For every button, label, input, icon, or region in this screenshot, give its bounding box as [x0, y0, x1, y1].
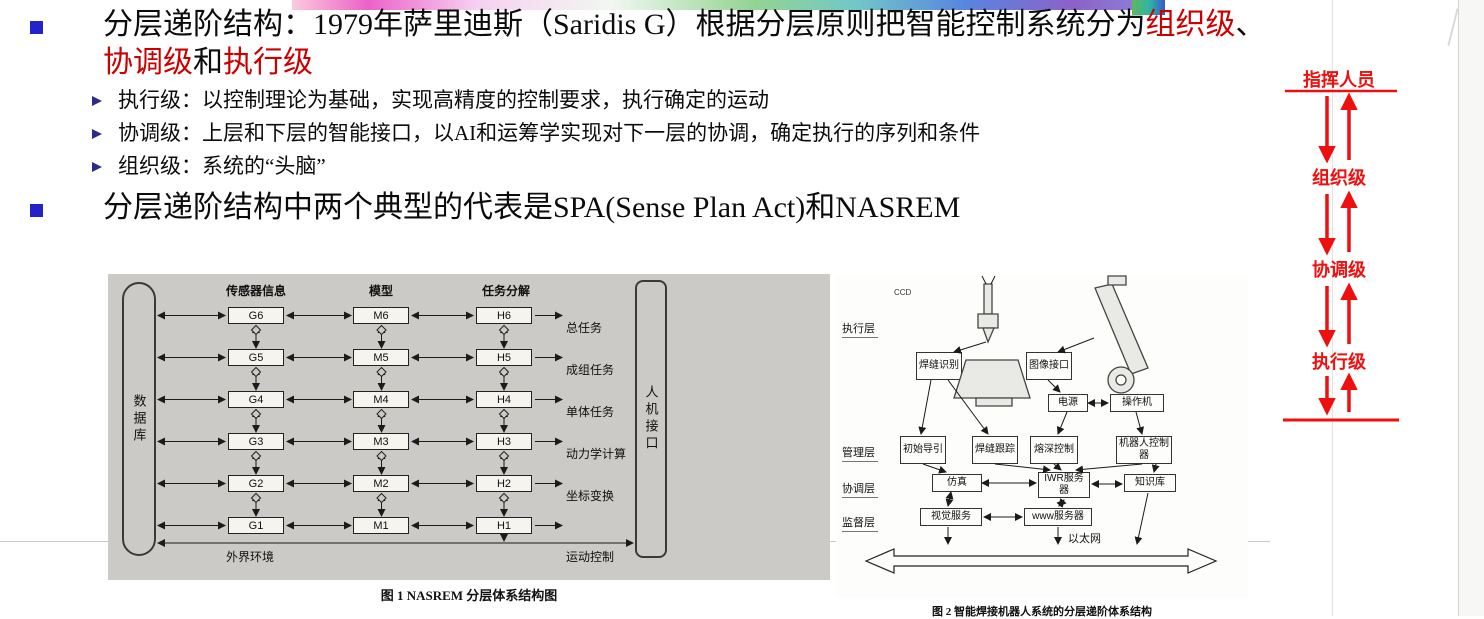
box-robot-controller: 机器人控制器: [1116, 436, 1172, 464]
box-weld-recognition: 焊缝识别: [916, 352, 962, 380]
figure2-welding-robot: CCD 执行层 管理层 协调层 监督层 焊缝识别 图像接口 电源 操作机 初始导…: [836, 276, 1248, 619]
bullet2-row: 分层递阶结构中两个典型的代表是SPA(Sense Plan Act)和NASRE…: [0, 189, 1290, 227]
box-www-server: www服务器: [1024, 508, 1092, 526]
title-red-coordination: 协调级: [103, 46, 193, 80]
title-red-execution: 执行级: [223, 46, 313, 80]
environment-label: 外界环境: [226, 550, 275, 564]
box-initial-guide: 初始导引: [900, 436, 946, 464]
sub-bullet-coordination: 协调级：上层和下层的智能接口，以AI和运筹学实现对下一层的协调，确定执行的序列和…: [88, 120, 1290, 148]
slide-text-block: 分层递阶结构：1979年萨里迪斯（Saridis G）根据分层原则把智能控制系统…: [0, 6, 1290, 227]
arrow-bullet-icon: [92, 162, 102, 173]
title-text: 分层递阶结构：1979年萨里迪斯（Saridis G）根据分层原则把智能控制系统…: [103, 8, 1146, 41]
column-header-sensor: 传感器信息: [225, 284, 286, 298]
node-m6: M6: [353, 307, 409, 324]
box-iwr-server: IWR服务器: [1038, 472, 1090, 498]
sub-bullet-execution: 执行级：以控制理论为基础，实现高精度的控制要求，执行确定的运动: [88, 87, 1290, 115]
column-header-task: 任务分解: [481, 284, 530, 298]
node-m5: M5: [353, 349, 409, 366]
node-g3: G3: [228, 433, 284, 450]
hierarchy-level-execution: 执行级: [1312, 352, 1366, 372]
task-label-total: 总任务: [566, 321, 603, 335]
arrow-bullet-icon: [92, 96, 102, 107]
hmi-bar: 人机接口: [635, 280, 667, 558]
fig2-layer-execution: 执行层: [842, 320, 878, 338]
node-h4: H4: [476, 391, 532, 408]
task-label-coord: 坐标变换: [566, 489, 615, 503]
database-capsule: 数据库: [122, 282, 156, 556]
title-red-organization: 组织级: [1145, 8, 1236, 41]
node-g1: G1: [228, 517, 284, 534]
vertical-divider-line: [1332, 0, 1333, 616]
sub-bullet-text: 执行级：以控制理论为基础，实现高精度的控制要求，执行确定的运动: [118, 88, 769, 113]
node-m2: M2: [353, 475, 409, 492]
sub-bullet-organization: 组织级：系统的“头脑”: [88, 153, 1290, 181]
figure1-caption: 图 1 NASREM 分层体系结构图: [380, 588, 558, 603]
box-simulation: 仿真: [932, 474, 982, 492]
box-seam-tracking: 焊缝跟踪: [972, 436, 1018, 464]
node-g5: G5: [228, 349, 284, 366]
box-depth-control: 熔深控制: [1030, 436, 1078, 464]
node-g6: G6: [228, 307, 284, 324]
figure1-nasrem: 数据库 人机接口 传感器信息 模型 任务分解 G6 M6 H6 G5 M5 H5…: [108, 274, 830, 604]
camera-label: CCD: [894, 288, 912, 297]
box-manipulator: 操作机: [1110, 394, 1164, 412]
fig2-layer-management: 管理层: [842, 444, 878, 462]
box-power: 电源: [1048, 394, 1088, 412]
node-h1: H1: [476, 517, 532, 534]
hierarchy-commander: 指挥人员: [1303, 70, 1375, 90]
ethernet-label: 以太网: [1068, 533, 1101, 545]
node-h6: H6: [476, 307, 532, 324]
box-knowledge-base: 知识库: [1124, 474, 1176, 492]
hierarchy-level-coordination: 协调级: [1312, 260, 1366, 280]
task-label-single: 单体任务: [566, 405, 615, 419]
sub-bullet-text: 协调级：上层和下层的智能接口，以AI和运筹学实现对下一层的协调，确定执行的序列和…: [118, 121, 981, 146]
bullet-square-icon: [30, 21, 43, 34]
figure2-canvas: CCD 执行层 管理层 协调层 监督层 焊缝识别 图像接口 电源 操作机 初始导…: [836, 276, 1248, 598]
title-separator: 、: [1235, 8, 1266, 41]
sub-bullet-text: 组织级：系统的“头脑”: [118, 154, 326, 179]
right-edge-strip: [1459, 0, 1484, 616]
node-g2: G2: [228, 475, 284, 492]
hierarchy-level-organization: 组织级: [1312, 168, 1366, 188]
arrow-bullet-icon: [92, 129, 102, 140]
task-label-dynamics: 动力学计算: [566, 447, 627, 461]
top-gradient-decoration: [292, 0, 1132, 10]
node-h5: H5: [476, 349, 532, 366]
box-image-interface: 图像接口: [1026, 352, 1072, 380]
box-vision-service: 视觉服务: [920, 508, 982, 526]
corner-diagonal-mark: [1447, 8, 1459, 46]
node-m3: M3: [353, 433, 409, 450]
figure1-canvas: 数据库 人机接口 传感器信息 模型 任务分解 G6 M6 H6 G5 M5 H5…: [108, 274, 830, 580]
top-corner-decoration: [1132, 0, 1165, 15]
column-header-model: 模型: [368, 284, 393, 298]
bullet-square-icon: [30, 203, 43, 217]
bullet1-row: 分层递阶结构：1979年萨里迪斯（Saridis G）根据分层原则把智能控制系统…: [0, 6, 1290, 82]
hmi-label: 人机接口: [643, 385, 659, 453]
title-and: 和: [193, 46, 223, 80]
bullet2-text: 分层递阶结构中两个典型的代表是SPA(Sense Plan Act)和NASRE…: [103, 190, 961, 224]
fig2-layer-coordination: 协调层: [842, 480, 878, 498]
task-label-group: 成组任务: [566, 363, 615, 377]
node-m4: M4: [353, 391, 409, 408]
fig2-layer-monitor: 监督层: [842, 514, 878, 532]
node-g4: G4: [228, 391, 284, 408]
node-m1: M1: [353, 517, 409, 534]
task-label-motion: 运动控制: [566, 550, 615, 564]
node-h3: H3: [476, 433, 532, 450]
right-edge-line: [1458, 0, 1459, 616]
figure2-caption: 图 2 智能焊接机器人系统的分层递阶体系结构: [932, 606, 1152, 618]
slide-title: 分层递阶结构：1979年萨里迪斯（Saridis G）根据分层原则把智能控制系统…: [103, 6, 1268, 82]
database-label: 数据库: [131, 393, 147, 445]
node-h2: H2: [476, 475, 532, 492]
